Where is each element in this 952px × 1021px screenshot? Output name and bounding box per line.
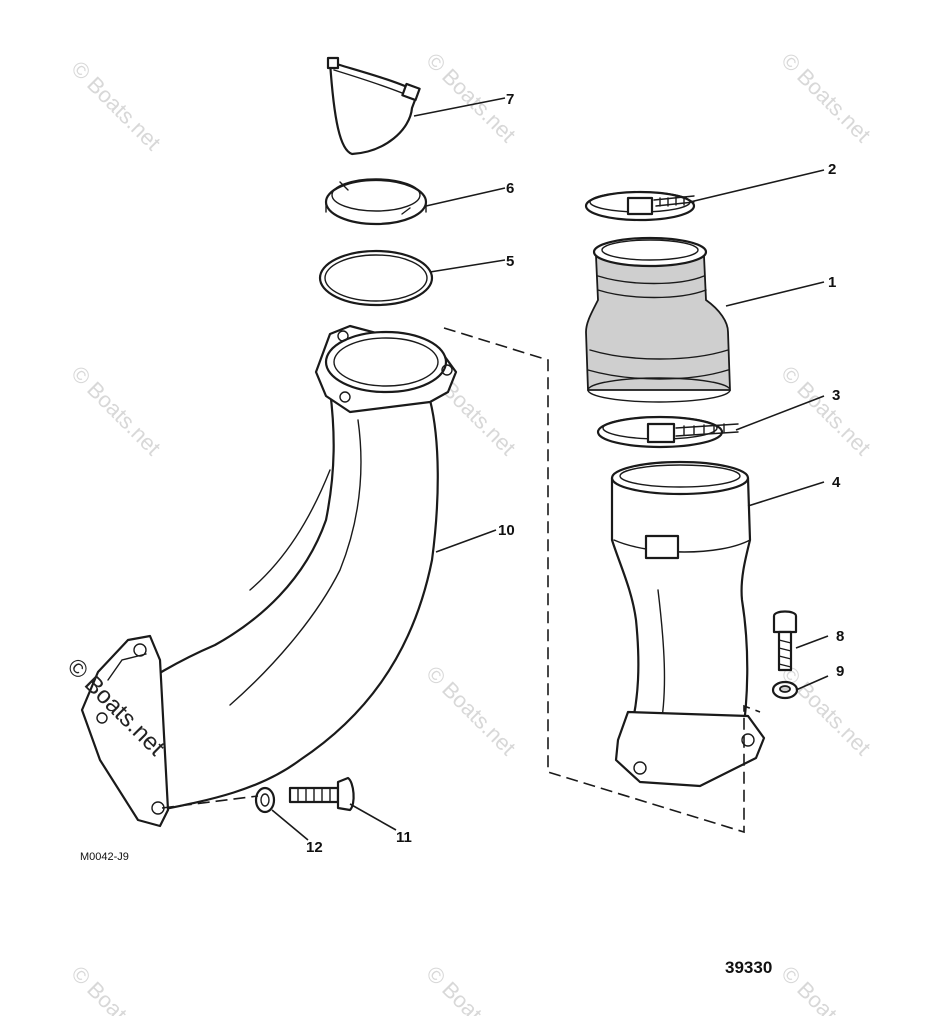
part-6-retaining-ring bbox=[324, 178, 428, 226]
part-1-rubber-hose bbox=[585, 236, 731, 403]
part-5-o-ring bbox=[318, 249, 434, 307]
watermark: © Boats.net bbox=[66, 56, 165, 155]
part-7-flapper-cap bbox=[326, 56, 421, 156]
callout-3: 3 bbox=[832, 387, 840, 404]
alignment-lines bbox=[161, 327, 761, 834]
part-11-bolt bbox=[288, 776, 355, 812]
part-9-washer bbox=[771, 680, 799, 700]
callout-1: 1 bbox=[828, 274, 836, 291]
callout-11: 11 bbox=[396, 829, 412, 846]
watermark-layer: © Boats.net © Boats.net © Boats.net © Bo… bbox=[66, 48, 875, 1021]
part-12-washer bbox=[254, 786, 276, 814]
callout-2: 2 bbox=[828, 161, 836, 178]
callout-8: 8 bbox=[836, 628, 844, 645]
callout-5: 5 bbox=[506, 253, 514, 270]
part-3-hose-clamp bbox=[596, 415, 739, 449]
part-2-hose-clamp bbox=[584, 190, 696, 222]
part-8-bolt bbox=[772, 610, 798, 672]
part-10-exhaust-elbow bbox=[80, 324, 458, 828]
watermark: © Boats.net bbox=[776, 48, 875, 147]
callout-10: 10 bbox=[498, 522, 515, 539]
watermark: © Boats.net bbox=[421, 661, 520, 760]
callout-4: 4 bbox=[832, 474, 841, 491]
watermark: © Boats.net bbox=[421, 961, 520, 1016]
leader-lines bbox=[271, 97, 829, 841]
figure-number: 39330 bbox=[725, 958, 772, 977]
callout-7: 7 bbox=[506, 91, 514, 108]
drawing-code: M0042-J9 bbox=[80, 851, 129, 863]
watermark: © Boats.net bbox=[776, 361, 875, 460]
part-4-exhaust-tube bbox=[610, 460, 766, 788]
watermark: © Boats.net bbox=[66, 961, 165, 1016]
watermark: © Boats.net bbox=[66, 361, 165, 460]
callout-12: 12 bbox=[306, 839, 323, 856]
watermark: © Boats.net bbox=[776, 961, 875, 1016]
callout-labels: 1 2 3 4 5 6 7 8 9 10 11 12 bbox=[306, 91, 844, 856]
callout-6: 6 bbox=[506, 180, 514, 197]
watermark: © Boats.net bbox=[776, 661, 875, 760]
callout-9: 9 bbox=[836, 663, 844, 680]
